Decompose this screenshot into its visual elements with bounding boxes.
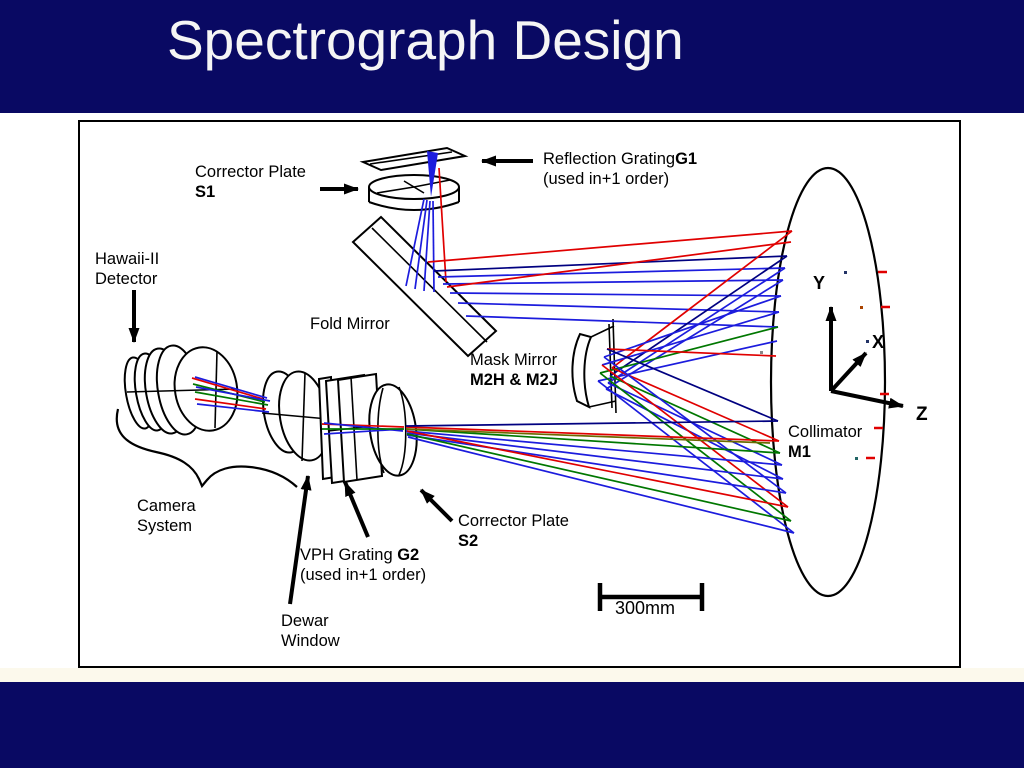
camera-line2: System (137, 517, 193, 535)
x-axis-label: X (872, 332, 885, 352)
corrector-s1-id: S1 (195, 183, 216, 201)
camera-line1: Camera (137, 497, 196, 515)
scale-bar-label: 300mm (615, 598, 676, 618)
reflection-g1-name: Reflection Grating (543, 150, 676, 168)
label-dewar-window: Dewar Window (281, 611, 340, 651)
pointer-arrows (128, 155, 533, 605)
divider-strip (0, 668, 1024, 682)
corrector-s2-id: S2 (458, 532, 479, 550)
collimator-mirror-shape (760, 166, 887, 598)
reflection-grating-shape (359, 146, 469, 172)
coordinate-axes (825, 306, 904, 409)
dewar-line2: Window (281, 632, 340, 650)
mask-mirror-id: M2H & M2J (470, 371, 559, 389)
footer-band (0, 682, 1024, 768)
vph-note: (used in+1 order) (300, 566, 427, 584)
label-vph-grating: VPH Grating G2 (used in+1 order) (300, 545, 426, 585)
label-reflection-grating-g1: Reflection GratingG1 (used in+1 order) (543, 149, 697, 189)
dewar-line1: Dewar (281, 612, 329, 630)
corrector-s1-name: Corrector Plate (195, 163, 306, 181)
vph-id: G2 (397, 546, 420, 564)
dewar-window-arrow (288, 475, 312, 605)
hawaii-line1: Hawaii-II (95, 250, 160, 268)
collimator-id: M1 (788, 443, 811, 461)
ray-traces (191, 151, 890, 534)
corrector-s2-name: Corrector Plate (458, 512, 569, 530)
reflection-g1-note: (used in+1 order) (543, 170, 670, 188)
x-axis-arrow (829, 351, 868, 393)
mask-mirror-name: Mask Mirror (470, 351, 558, 369)
collimator-name: Collimator (788, 423, 863, 441)
spectrograph-diagram (115, 146, 904, 611)
label-camera-system: Camera System (137, 496, 196, 536)
camera-lens-group-1-shape (123, 344, 239, 436)
title-band (0, 0, 1024, 113)
camera-system-brace (115, 408, 298, 489)
z-axis-label: Z (916, 404, 928, 425)
hawaii-line2: Detector (95, 270, 158, 288)
camera-lens-group-2-shape (261, 370, 330, 462)
corrector-s2-arrow (419, 488, 454, 523)
mask-mirror-shape (571, 318, 617, 414)
reflection-g1-id: G1 (675, 150, 698, 168)
label-hawaii-detector: Hawaii-II Detector (95, 249, 159, 289)
label-fold-mirror: Fold Mirror (310, 314, 390, 334)
vph-grating-arrow (343, 481, 370, 538)
corrector-plate-s1-shape (368, 174, 460, 211)
fold-mirror-name: Fold Mirror (310, 315, 390, 333)
vph-name: VPH Grating (300, 546, 398, 564)
label-collimator: Collimator M1 (788, 422, 862, 462)
y-axis-label: Y (813, 273, 826, 293)
z-axis-arrow (830, 389, 904, 409)
label-mask-mirror: Mask Mirror M2H & M2J (470, 350, 558, 390)
scale-bar (597, 583, 705, 611)
slide-title: Spectrograph Design (167, 9, 684, 71)
label-corrector-plate-s2: Corrector Plate S2 (458, 511, 569, 551)
label-corrector-plate-s1: Corrector Plate S1 (195, 162, 306, 202)
